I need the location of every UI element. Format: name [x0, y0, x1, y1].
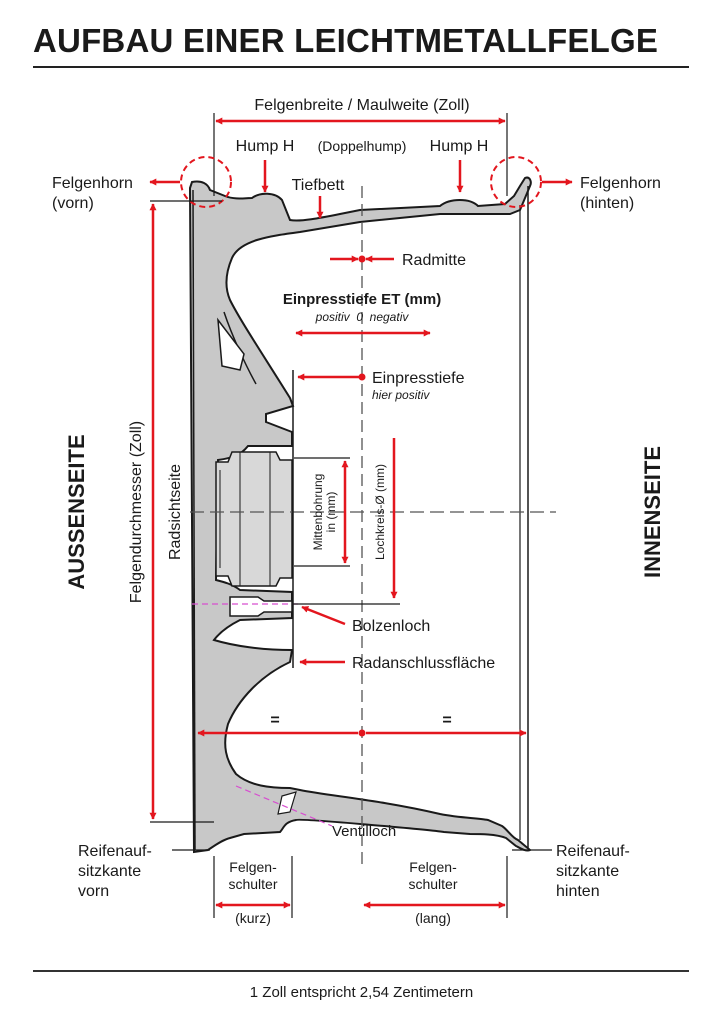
- label-felgenhorn-hinten-2: (hinten): [580, 195, 634, 212]
- label-lochkreis: Lochkreis-Ø (mm): [373, 464, 387, 560]
- rim-outer-wall: [192, 189, 196, 851]
- valve-angle-line: [235, 785, 333, 827]
- label-radanschluss: Radanschlussfläche: [352, 655, 495, 672]
- label-radsichtseite: Radsichtseite: [167, 464, 184, 560]
- label-felgenhorn-vorn-2: (vorn): [52, 195, 94, 212]
- felgenhorn-front-circle: [180, 156, 232, 208]
- label-aussenseite: AUSSENSEITE: [64, 434, 89, 589]
- label-hump-right: Hump H: [430, 138, 489, 155]
- label-et-title: Einpresstiefe ET (mm): [283, 291, 441, 308]
- label-reifen-vorn-1: Reifenauf-: [78, 843, 152, 860]
- label-hier-positiv: hier positiv: [372, 388, 430, 402]
- bolzenloch-arrow: [301, 605, 346, 626]
- half-width-center-point: [358, 729, 366, 737]
- label-mittenbohrung-1: Mittenbohrung: [311, 474, 325, 551]
- label-innenseite: INNENSEITE: [640, 446, 665, 578]
- rim-spoke-recess: [217, 317, 245, 371]
- felgenhorn-rear-circle: [490, 156, 542, 208]
- label-reifen-hinten-2: sitzkante: [556, 863, 619, 880]
- label-doppelhump: (Doppelhump): [318, 138, 407, 154]
- footer-divider: [33, 970, 689, 972]
- label-felgenhorn-vorn-1: Felgenhorn: [52, 175, 133, 192]
- label-schulter-lang-3: (lang): [415, 910, 451, 926]
- label-schulter-lang-1: Felgen-: [409, 859, 457, 875]
- rim-profile: [188, 176, 532, 854]
- page-title: AUFBAU EINER LEICHTMETALLFELGE: [33, 22, 659, 59]
- label-einpresstiefe: Einpresstiefe: [372, 370, 465, 387]
- rim-bolt-hole: [229, 596, 293, 617]
- label-schulter-kurz-2: schulter: [228, 876, 277, 892]
- label-radmitte: Radmitte: [402, 252, 466, 269]
- label-felgenhorn-hinten-1: Felgenhorn: [580, 175, 661, 192]
- label-hump-left: Hump H: [236, 138, 295, 155]
- label-et-scale: positiv 0 negativ: [315, 310, 410, 324]
- rim-hub-ring: [215, 451, 293, 587]
- label-equal-left: =: [270, 712, 279, 729]
- label-mittenbohrung-2: in (mm): [324, 492, 338, 533]
- rim-valve-hole: [277, 791, 297, 815]
- radmitte-point: [358, 255, 366, 263]
- label-schulter-lang-2: schulter: [408, 876, 457, 892]
- label-felgendurchmesser: Felgendurchmesser (Zoll): [128, 421, 145, 603]
- label-schulter-kurz-3: (kurz): [235, 910, 271, 926]
- label-bolzenloch: Bolzenloch: [352, 618, 430, 635]
- label-tiefbett: Tiefbett: [292, 177, 345, 194]
- footer-note: 1 Zoll entspricht 2,54 Zentimetern: [249, 984, 474, 1001]
- label-schulter-kurz-1: Felgen-: [229, 859, 277, 875]
- rim-body-shape: [188, 176, 532, 854]
- title-divider: [33, 66, 689, 68]
- label-reifen-hinten-3: hinten: [556, 883, 600, 900]
- label-equal-right: =: [442, 712, 451, 729]
- einpresstiefe-point: [358, 373, 366, 381]
- label-reifen-vorn-3: vorn: [78, 883, 109, 900]
- label-ventilloch: Ventilloch: [332, 823, 396, 840]
- label-reifen-vorn-2: sitzkante: [78, 863, 141, 880]
- label-felgenbreite: Felgenbreite / Maulweite (Zoll): [254, 97, 469, 114]
- label-reifen-hinten-1: Reifenauf-: [556, 843, 630, 860]
